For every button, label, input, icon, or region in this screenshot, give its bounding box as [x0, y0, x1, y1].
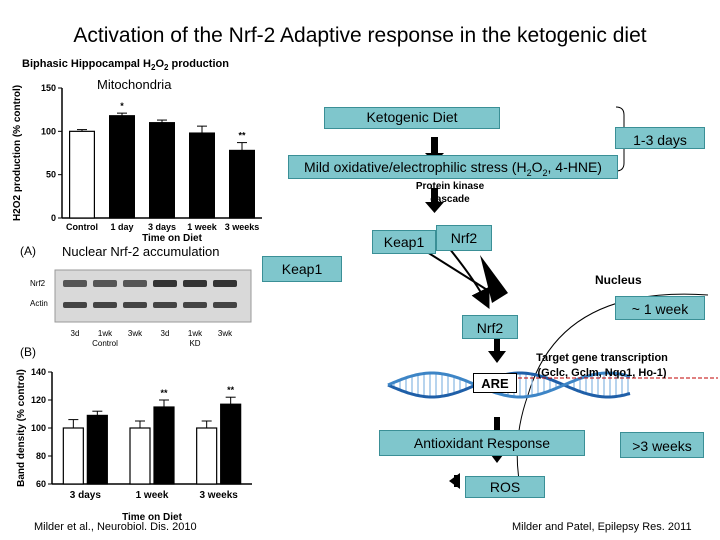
bar — [68, 130, 95, 219]
nrf2-band — [123, 280, 147, 287]
actin-band — [153, 302, 177, 308]
blot-group-kd: KD — [189, 339, 200, 348]
x-tick-label: Control — [66, 222, 98, 232]
blot-membrane — [54, 269, 252, 323]
significance-marker: ** — [227, 385, 235, 395]
bar — [196, 427, 218, 485]
nrf2-band — [93, 280, 117, 287]
stress-box: Mild oxidative/electrophilic stress (H2O… — [288, 155, 618, 179]
bar — [229, 149, 256, 219]
x-axis-label: Time on Diet — [122, 512, 182, 523]
target-gene-label: Target gene transcription(Gclc, Gclm, Nq… — [536, 352, 668, 379]
bar — [189, 132, 216, 219]
y-tick-label: 80 — [36, 451, 46, 461]
x-tick-label: 1 week — [187, 222, 218, 232]
blot-lane-label: 3d — [161, 329, 170, 338]
y-tick-label: 50 — [46, 170, 56, 180]
keap1-box-bottom: Keap1 — [262, 256, 342, 282]
page-title: Activation of the Nrf-2 Adaptive respons… — [73, 24, 647, 47]
keap1-box-top: Keap1 — [372, 230, 436, 254]
y-tick-label: 100 — [31, 423, 46, 433]
citation-right: Milder and Patel, Epilepsy Res. 2011 — [512, 521, 692, 533]
blot-lane-label: 1wk — [188, 329, 203, 338]
y-axis-label: H2O2 production (% control) — [12, 85, 23, 221]
x-tick-label: 3 days — [70, 490, 102, 501]
y-tick-label: 120 — [31, 395, 46, 405]
bar — [86, 414, 108, 485]
bar — [153, 406, 175, 485]
ros-box: ROS — [465, 476, 545, 498]
actin-band — [183, 302, 207, 308]
ketogenic-diet-box: Ketogenic Diet — [324, 107, 500, 129]
days-1-3-box: 1-3 days — [615, 127, 705, 149]
bar — [149, 122, 176, 219]
y-tick-label: 0 — [51, 213, 56, 223]
x-tick-label: 3 weeks — [199, 490, 238, 501]
nrf2-band — [63, 280, 87, 287]
blot-lane-label: 3wk — [218, 329, 233, 338]
blot-lane-label: 3wk — [128, 329, 143, 338]
are-box: ARE — [473, 373, 517, 393]
antioxidant-box: Antioxidant Response — [379, 430, 585, 456]
weeks-3-box: >3 weeks — [620, 432, 704, 458]
nrf2-band — [213, 280, 237, 287]
y-tick-label: 100 — [41, 126, 56, 136]
y-tick-label: 60 — [36, 479, 46, 489]
blot-lane-label: 3d — [71, 329, 80, 338]
panel-a-label: (A) — [20, 244, 36, 258]
x-tick-label: 1 week — [136, 490, 169, 501]
x-tick-label: 3 weeks — [225, 222, 260, 232]
nrf2-box-top: Nrf2 — [436, 225, 492, 251]
y-tick-label: 140 — [31, 367, 46, 377]
chart-a-header: Biphasic Hippocampal H2O2 production — [22, 58, 229, 73]
y-axis-label: Band density (% control) — [16, 369, 27, 487]
significance-marker: * — [120, 101, 124, 111]
nucleus-label: Nucleus — [595, 273, 642, 287]
mitochondria-label: Mitochondria — [97, 77, 172, 92]
bar — [108, 115, 135, 219]
significance-marker: ** — [238, 131, 246, 141]
nrf2-box-bottom: Nrf2 — [462, 315, 518, 339]
x-tick-label: 1 day — [110, 222, 133, 232]
actin-band — [63, 302, 87, 308]
actin-band — [123, 302, 147, 308]
significance-marker: ** — [160, 388, 168, 398]
nuclear-label: Nuclear Nrf-2 accumulation — [62, 244, 220, 259]
week-1-box: ~ 1 week — [615, 296, 705, 320]
bar — [220, 403, 242, 485]
y-tick-label: 150 — [41, 83, 56, 93]
band-density-chart: 60 80 100 120 140 3 days ** 1 week ** 3 weeksTime… — [16, 367, 252, 523]
actin-band — [213, 302, 237, 308]
nrf2-band — [183, 280, 207, 287]
blot-group-control: Control — [92, 339, 118, 348]
bar — [62, 427, 84, 485]
bar — [129, 427, 151, 485]
blot-lane-label: 1wk — [98, 329, 113, 338]
citation-left: Milder et al., Neurobiol. Dis. 2010 — [34, 521, 197, 533]
blot-row-label: Nrf2 — [30, 279, 46, 288]
x-tick-label: 3 days — [148, 222, 176, 232]
nrf2-band — [153, 280, 177, 287]
panel-b-label: (B) — [20, 345, 36, 359]
x-axis-label: Time on Diet — [142, 233, 202, 244]
dna-strand — [387, 371, 631, 399]
blot-row-label: Actin — [30, 299, 48, 308]
actin-band — [93, 302, 117, 308]
